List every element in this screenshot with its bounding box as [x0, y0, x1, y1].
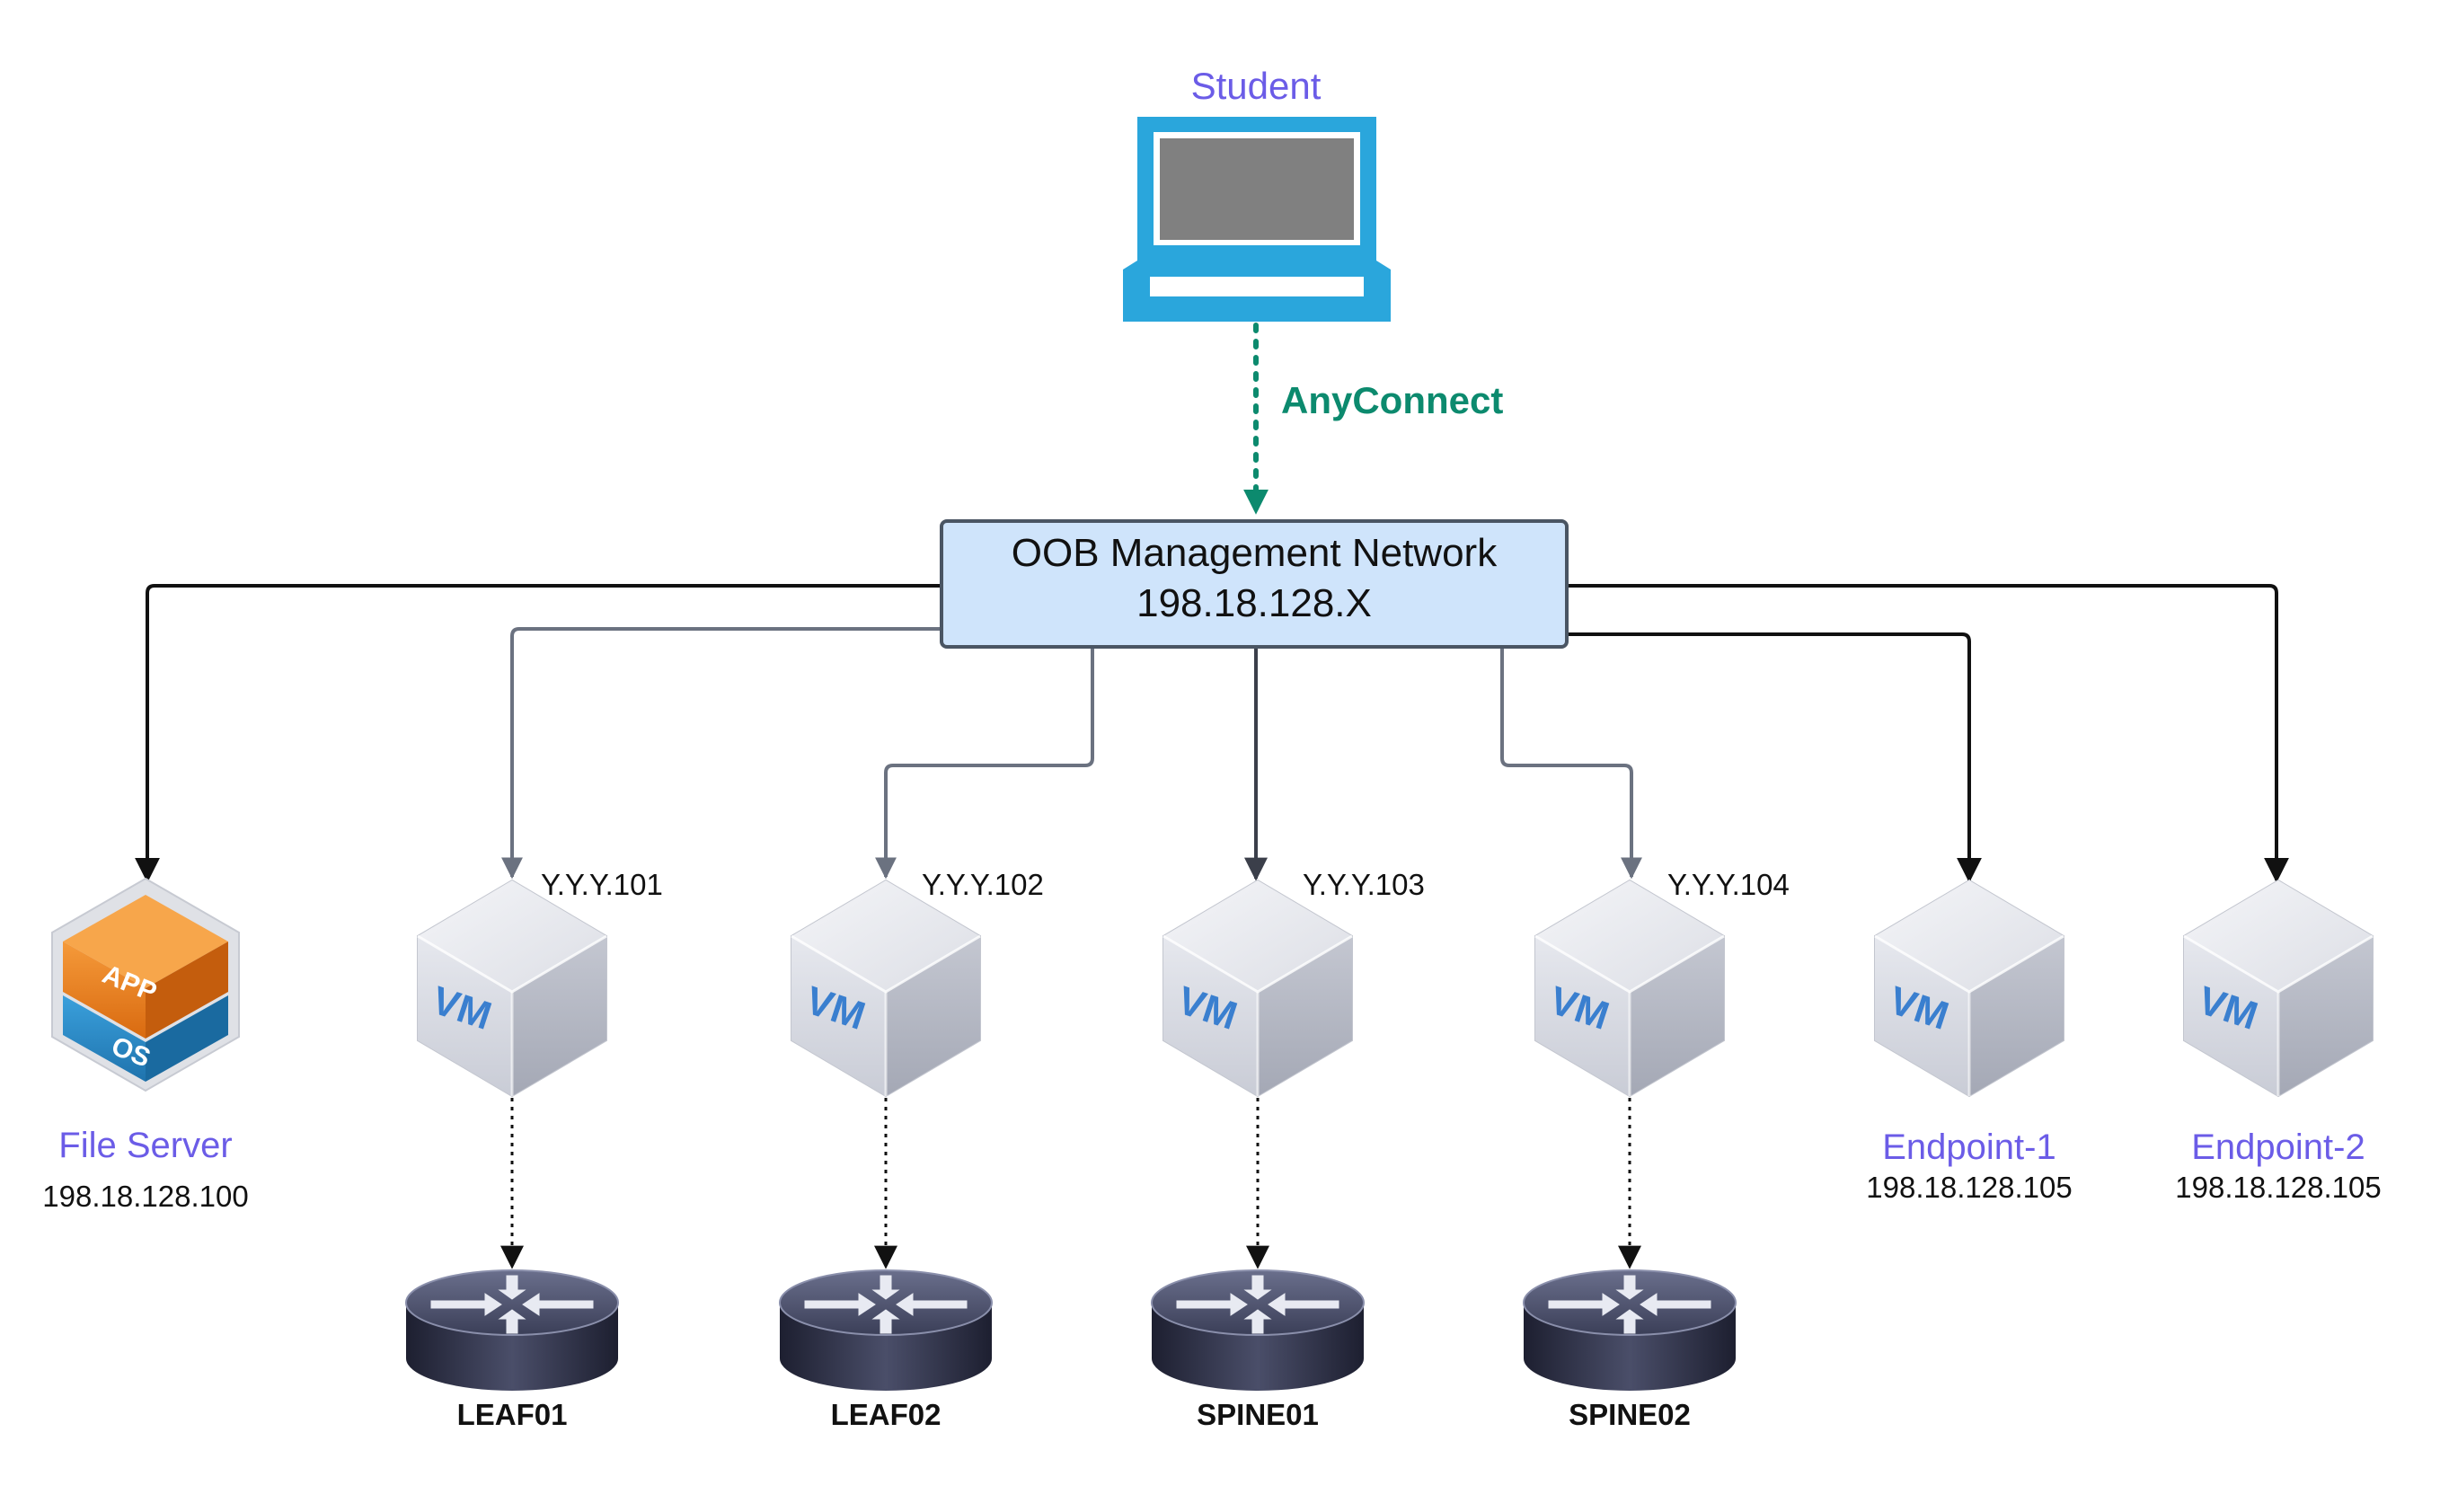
endpoint-name: Endpoint-1 — [1882, 1127, 2055, 1167]
file-server: APP OS File Server 198.18.128.100 — [42, 877, 249, 1213]
oob-subnet: 198.18.128.X — [1136, 581, 1372, 625]
oob-network-box: OOB Management Network 198.18.128.X — [940, 519, 1569, 649]
endpoint-ip: 198.18.128.105 — [2175, 1171, 2381, 1204]
link-vm-104 — [1500, 649, 1642, 880]
connectors — [135, 584, 2289, 883]
vm-spine01: VM Y.Y.Y.103 SPINE01 — [1151, 868, 1425, 1431]
vm-spine02: VM Y.Y.Y.104 SPINE02 — [1523, 868, 1790, 1431]
device-name: SPINE01 — [1197, 1398, 1319, 1431]
vm-leaf02: VM Y.Y.Y.102 LEAF02 — [779, 868, 1044, 1431]
vm-ip: Y.Y.Y.104 — [1667, 868, 1790, 901]
link-vm-101 — [501, 627, 945, 880]
student-label: Student — [1191, 65, 1322, 107]
laptop-icon — [1123, 117, 1391, 322]
link-file-server — [135, 584, 945, 883]
app-os-box-icon: APP OS — [51, 877, 240, 1092]
router-icon — [405, 1269, 619, 1392]
vm-ip: Y.Y.Y.103 — [1303, 868, 1425, 901]
router-icon — [1523, 1269, 1737, 1392]
anyconnect-label: AnyConnect — [1281, 379, 1503, 421]
device-name: LEAF01 — [457, 1398, 568, 1431]
router-icon — [1151, 1269, 1365, 1392]
link-endpoint-1 — [1567, 632, 1982, 883]
vm-ip: Y.Y.Y.102 — [922, 868, 1044, 901]
link-endpoint-2 — [1567, 584, 2289, 883]
endpoint-2: VM Endpoint-2 198.18.128.105 — [2175, 879, 2382, 1204]
file-server-ip: 198.18.128.100 — [42, 1180, 248, 1213]
device-name: LEAF02 — [831, 1398, 942, 1431]
oob-title: OOB Management Network — [1012, 531, 1498, 575]
vm-leaf01: VM Y.Y.Y.101 LEAF01 — [405, 868, 663, 1431]
endpoint-name: Endpoint-2 — [2191, 1127, 2365, 1167]
vm-ip: Y.Y.Y.101 — [541, 868, 663, 901]
endpoint-ip: 198.18.128.105 — [1866, 1171, 2072, 1204]
router-icon — [779, 1269, 993, 1392]
file-server-name: File Server — [58, 1126, 232, 1165]
endpoint-1: VM Endpoint-1 198.18.128.105 — [1866, 879, 2073, 1204]
link-vm-102 — [875, 649, 1094, 880]
device-name: SPINE02 — [1569, 1398, 1691, 1431]
